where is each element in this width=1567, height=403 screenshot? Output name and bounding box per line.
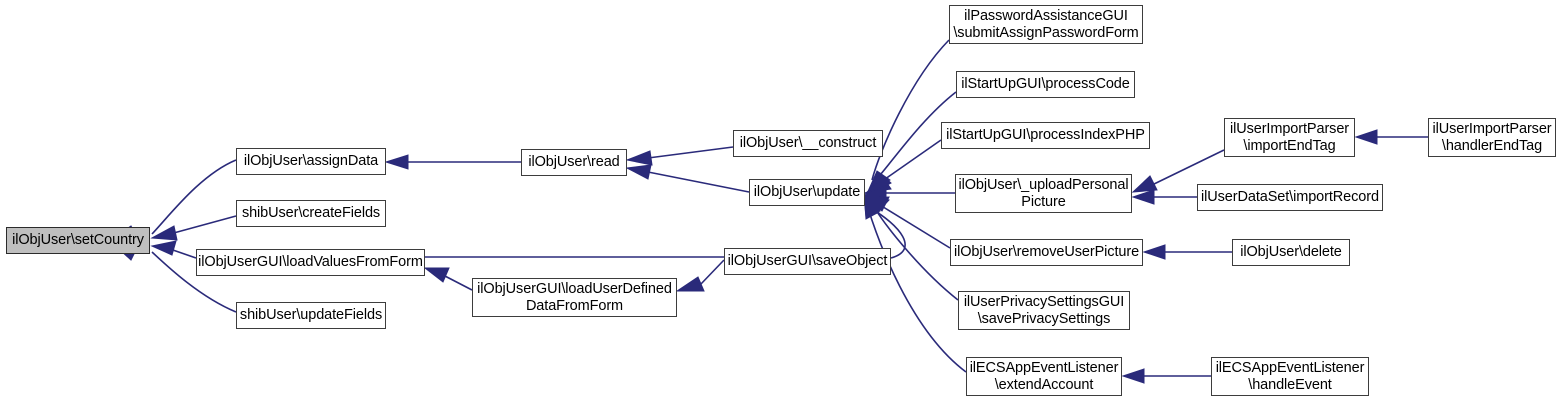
graph-node-importRecord[interactable]: ilUserDataSet\importRecord — [1197, 184, 1383, 211]
arrowhead-delete-to-removeUserPicture — [1142, 244, 1166, 260]
edge-processIndexPHP-to-update — [877, 139, 942, 185]
edge-saveObject-to-loadUserDefined — [699, 259, 725, 286]
graph-node-updateFields[interactable]: shibUser\updateFields — [236, 302, 386, 329]
arrowhead-construct-to-read — [625, 150, 653, 166]
graph-node-handleEvent[interactable]: ilECSAppEventListener \handleEvent — [1211, 357, 1369, 396]
arrowhead-loadValuesFromForm-to-setCountry — [150, 240, 177, 256]
edge-submitAssignPassword-to-update — [871, 39, 950, 181]
edge-loadValuesFromForm-to-setCountry — [169, 248, 197, 259]
arrowhead-submitAssignPassword-to-update — [864, 170, 891, 198]
arrowhead-read-to-assignData — [384, 154, 409, 170]
graph-node-saveObject[interactable]: ilObjUserGUI\saveObject — [724, 248, 891, 275]
arrowhead-update-to-read — [625, 164, 652, 180]
edge-update-to-read — [647, 171, 750, 193]
graph-node-loadUserDefined[interactable]: ilObjUserGUI\loadUserDefined DataFromFor… — [472, 278, 677, 317]
arrowhead-saveObject-to-loadUserDefined — [675, 276, 705, 292]
edge-createFields-to-setCountry — [169, 215, 237, 235]
graph-node-createFields[interactable]: shibUser\createFields — [236, 200, 386, 227]
graph-node-importEndTag[interactable]: ilUserImportParser \importEndTag — [1224, 118, 1355, 157]
graph-node-submitAssignPassword[interactable]: ilPasswordAssistanceGUI \submitAssignPas… — [949, 5, 1143, 44]
graph-node-removeUserPicture[interactable]: ilObjUser\removeUserPicture — [950, 239, 1143, 266]
edge-extendAccount-to-update — [867, 207, 967, 373]
graph-node-extendAccount[interactable]: ilECSAppEventListener \extendAccount — [966, 357, 1122, 396]
arrowhead-loadUserDefined-to-loadValuesFromForm — [423, 267, 450, 283]
edge-construct-to-read — [647, 146, 734, 159]
graph-node-setCountry[interactable]: ilObjUser\setCountry — [6, 227, 150, 254]
arrowhead-processCode-to-update — [864, 172, 892, 198]
arrowhead-removeUserPicture-to-update — [864, 196, 890, 212]
graph-node-loadValuesFromForm[interactable]: ilObjUserGUI\loadValuesFromForm — [196, 249, 425, 276]
arrowhead-saveObject-to-update — [863, 191, 880, 220]
graph-node-processIndexPHP[interactable]: ilStartUpGUI\processIndexPHP — [941, 122, 1150, 149]
arrowhead-savePrivacySettings-to-update — [864, 192, 890, 214]
arrowhead-uploadPersonalPicture-to-update — [863, 185, 887, 201]
graph-node-uploadPersonalPicture[interactable]: ilObjUser\_uploadPersonal Picture — [955, 174, 1132, 213]
graph-node-savePrivacySettings[interactable]: ilUserPrivacySettingsGUI \savePrivacySet… — [958, 291, 1130, 330]
graph-node-assignData[interactable]: ilObjUser\assignData — [236, 148, 386, 175]
arrowhead-createFields-to-setCountry — [150, 225, 178, 241]
edge-importEndTag-to-uploadPersonalPicture — [1151, 149, 1225, 186]
arrowhead-importRecord-to-uploadPersonalPicture — [1131, 189, 1155, 205]
edge-removeUserPicture-to-update — [879, 204, 951, 249]
graph-node-processCode[interactable]: ilStartUpGUI\processCode — [956, 71, 1135, 98]
graph-node-handlerEndTag[interactable]: ilUserImportParser \handlerEndTag — [1428, 118, 1556, 157]
graph-node-read[interactable]: ilObjUser\read — [521, 149, 627, 176]
graph-node-construct[interactable]: ilObjUser\__construct — [733, 130, 883, 157]
arrowhead-importEndTag-to-uploadPersonalPicture — [1131, 175, 1158, 193]
arrowhead-handleEvent-to-extendAccount — [1121, 368, 1145, 384]
arrowhead-processIndexPHP-to-update — [864, 176, 892, 194]
arrowhead-handlerEndTag-to-importEndTag — [1354, 129, 1378, 145]
arrowhead-extendAccount-to-update — [863, 191, 881, 218]
graph-node-delete[interactable]: ilObjUser\delete — [1232, 239, 1350, 266]
graph-node-update[interactable]: ilObjUser\update — [749, 179, 865, 206]
edge-loadUserDefined-to-loadValuesFromForm — [442, 274, 473, 291]
edge-assignData-to-setCountry — [151, 159, 237, 235]
